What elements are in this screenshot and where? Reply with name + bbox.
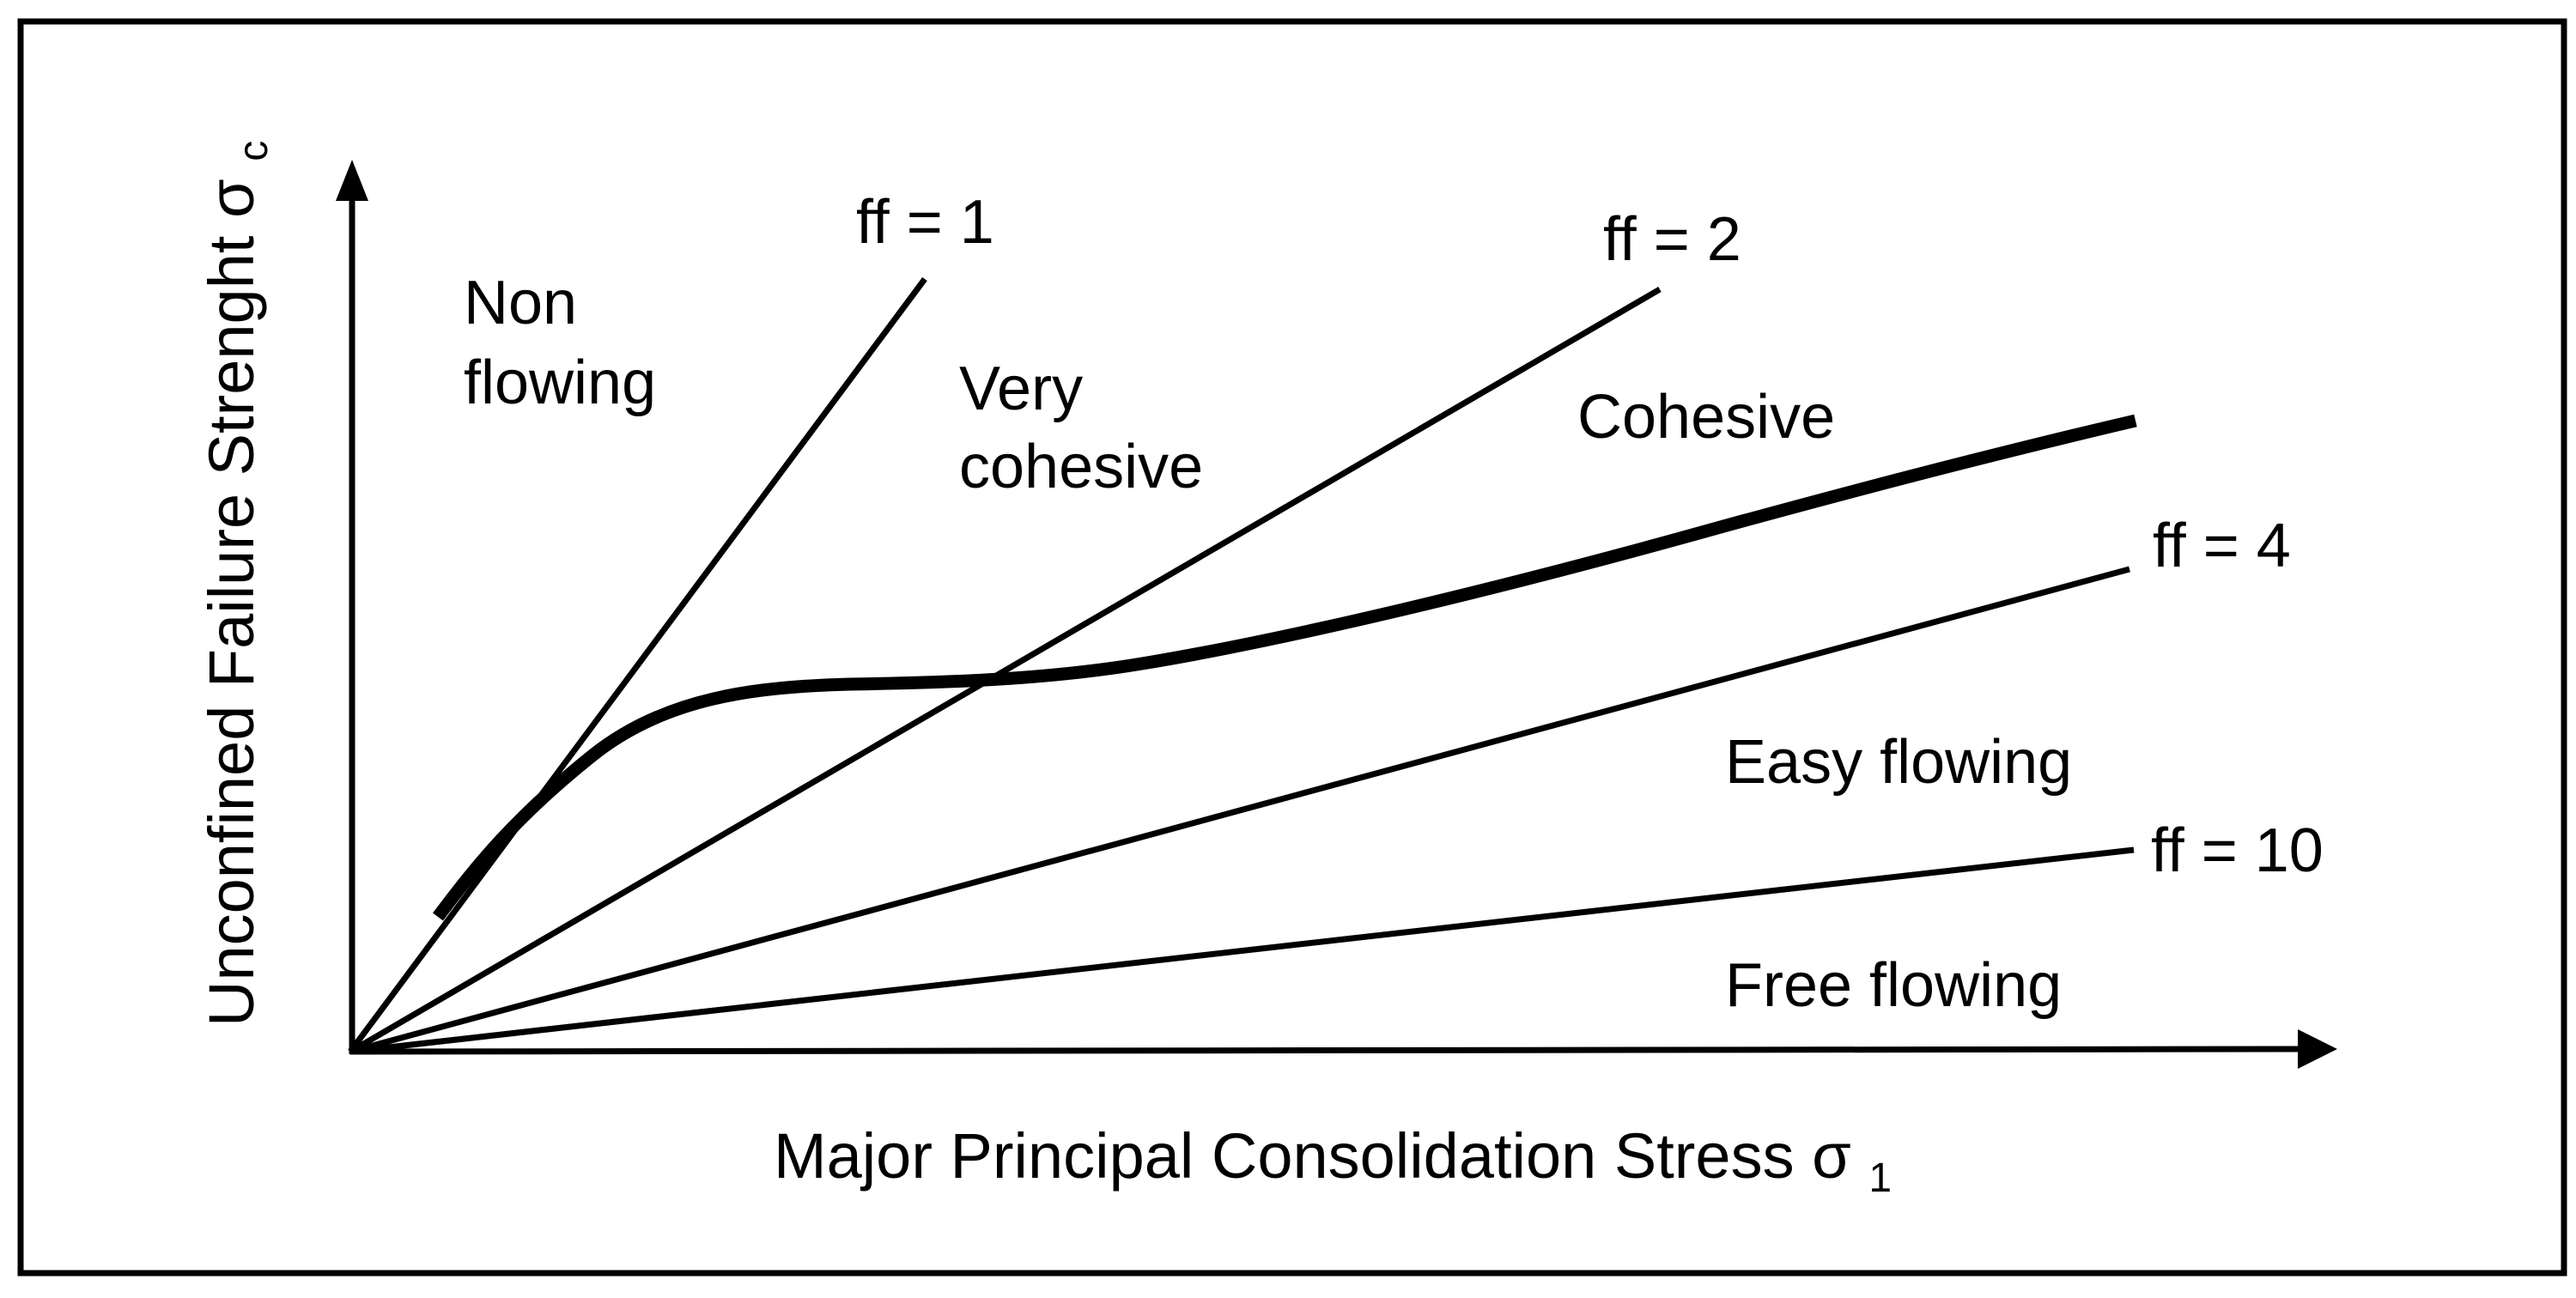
ff4-label: ff = 4 [2153, 512, 2291, 580]
ff2-line [349, 286, 1662, 1055]
region-label-cohesive: Cohesive [1577, 383, 1835, 452]
region-label-line: flowing [464, 349, 656, 417]
ff10-label: ff = 10 [2151, 816, 2324, 885]
region-label-very-cohesive: Very cohesive [959, 355, 1203, 501]
ff1-label: ff = 1 [856, 188, 994, 257]
x-axis-label: Major Principal Consolidation Stress σ 1 [774, 1120, 1892, 1201]
ff1-line [348, 276, 927, 1054]
ff2-label: ff = 2 [1603, 205, 1741, 274]
y-axis-label-text: Unconfined Failure Strenght σ [196, 179, 267, 1027]
ff10-line [349, 846, 2135, 1055]
y-axis-arrowhead-icon [336, 160, 368, 201]
region-label-non-flowing: Non flowing [464, 269, 656, 417]
x-axis-line [349, 1046, 2302, 1055]
region-label-free-flowing: Free flowing [1725, 951, 2062, 1020]
figure-border [17, 18, 2567, 1277]
x-axis-label-subscript: 1 [1868, 1155, 1892, 1201]
region-label-line: Very [959, 355, 1083, 423]
region-label-line: Non [464, 269, 577, 337]
ff4-line [349, 566, 2130, 1055]
x-axis-arrowhead-icon [2298, 1029, 2337, 1069]
x-axis-label-text: Major Principal Consolidation Stress σ [774, 1120, 1851, 1192]
region-label-easy-flowing: Easy flowing [1725, 728, 2072, 797]
y-axis-label: Unconfined Failure Strenght σ c [196, 141, 276, 1027]
y-axis-label-subscript: c [231, 141, 276, 161]
region-label-line: cohesive [959, 433, 1203, 501]
flow-function-curve [433, 414, 2137, 921]
